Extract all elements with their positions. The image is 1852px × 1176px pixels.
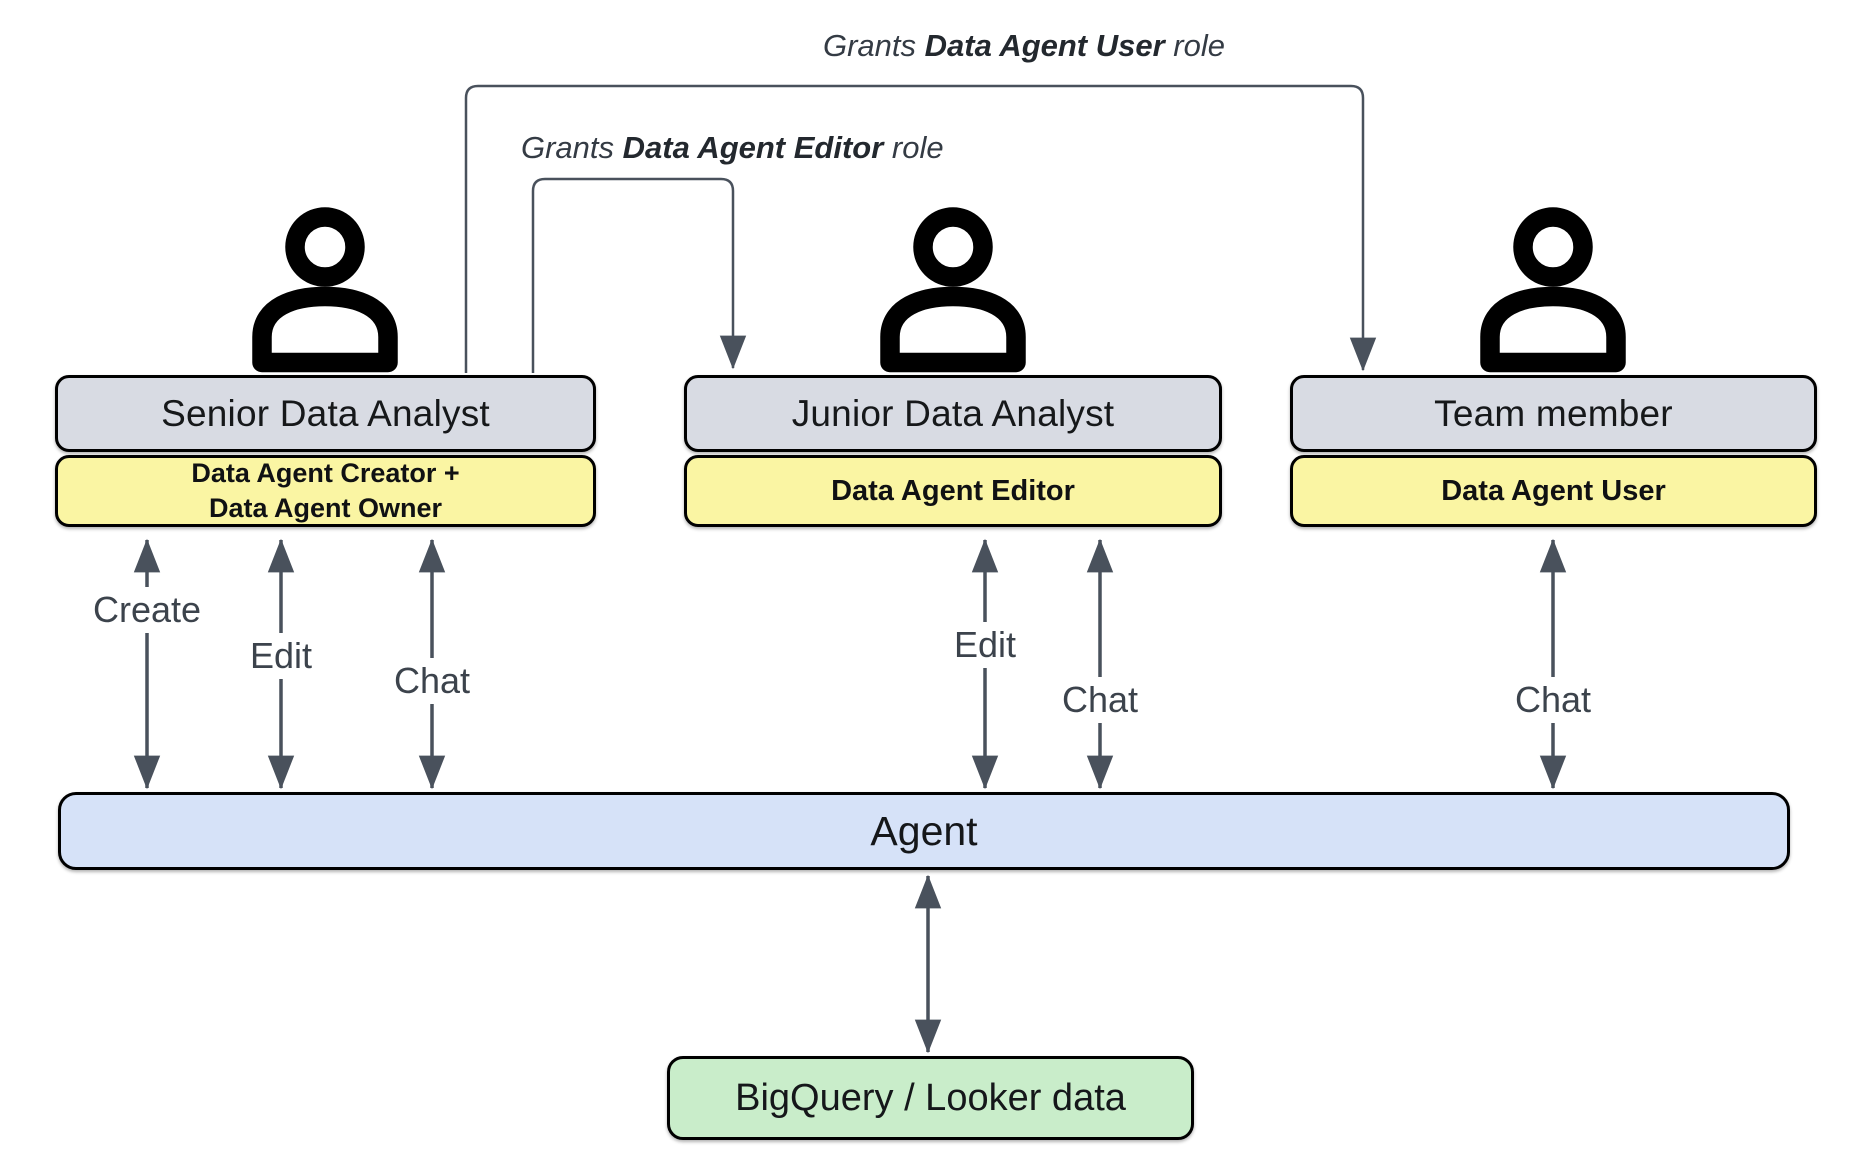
agent-bar: Agent <box>58 792 1790 870</box>
grant-user-prefix: Grants <box>823 28 925 63</box>
junior-role-box: Junior Data Analyst <box>684 375 1222 452</box>
datastore-box: BigQuery / Looker data <box>667 1056 1194 1140</box>
grant-editor-role-arrow <box>531 177 747 373</box>
senior-chat-label: Chat <box>384 658 480 704</box>
grant-user-suffix: role <box>1164 28 1225 63</box>
datastore-label: BigQuery / Looker data <box>735 1076 1126 1119</box>
senior-badge-line2: Data Agent Owner <box>208 493 443 523</box>
grant-user-role-arrow <box>464 84 1377 373</box>
senior-role-label: Senior Data Analyst <box>161 392 490 434</box>
grant-editor-prefix: Grants <box>521 130 623 165</box>
senior-badge-line1: Data Agent Creator + <box>191 458 460 489</box>
team-person-icon <box>1490 217 1616 363</box>
team-role-box: Team member <box>1290 375 1817 452</box>
senior-badge-box: Data Agent Creator + Data Agent Owner <box>55 455 596 527</box>
team-role-label: Team member <box>1434 392 1673 434</box>
junior-person-icon <box>890 217 1016 363</box>
agent-label: Agent <box>870 807 978 854</box>
senior-create-label: Create <box>83 587 211 633</box>
senior-person-icon <box>262 217 388 363</box>
grant-user-role-name: Data Agent User <box>924 28 1165 63</box>
junior-badge-line1: Data Agent Editor <box>831 474 1075 507</box>
team-chat-label: Chat <box>1505 677 1601 723</box>
senior-role-box: Senior Data Analyst <box>55 375 596 452</box>
team-badge-box: Data Agent User <box>1290 455 1817 527</box>
junior-edit-label: Edit <box>944 622 1026 668</box>
grant-editor-role-label: Grants Data Agent Editor role <box>515 130 950 166</box>
grant-editor-suffix: role <box>883 130 944 165</box>
grant-user-role-label: Grants Data Agent User role <box>817 28 1231 64</box>
senior-edit-label: Edit <box>240 633 322 679</box>
junior-role-label: Junior Data Analyst <box>791 392 1115 434</box>
junior-chat-label: Chat <box>1052 677 1148 723</box>
team-badge-line1: Data Agent User <box>1441 474 1666 507</box>
junior-badge-box: Data Agent Editor <box>684 455 1222 527</box>
grant-editor-role-name: Data Agent Editor <box>622 130 884 165</box>
